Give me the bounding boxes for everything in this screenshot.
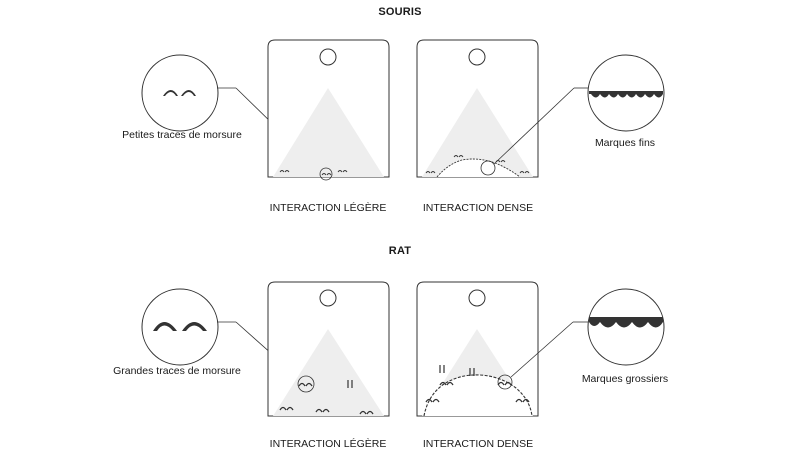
bait-panel-souris-dense (416, 39, 539, 178)
magnifier-circle-icon (587, 288, 665, 366)
section-title-rat: RAT (388, 245, 412, 257)
label-large-bite-marks: Grandes traces de morsure (113, 365, 241, 377)
magnifier-circle-icon (141, 54, 219, 132)
section-title-souris: SOURIS (378, 6, 422, 18)
magnifier-circle-icon (587, 54, 665, 132)
caption-rat-light: INTERACTION LÉGÈRE (269, 438, 387, 450)
label-fine-marks: Marques fins (594, 137, 656, 149)
bait-panel-souris-light (267, 39, 390, 181)
label-small-bite-marks: Petites traces de morsure (122, 129, 242, 141)
bait-panel-rat-light (267, 281, 390, 417)
label-coarse-marks: Marques grossiers (581, 373, 669, 385)
caption-rat-dense: INTERACTION DENSE (422, 438, 534, 450)
caption-souris-light: INTERACTION LÉGÈRE (269, 202, 387, 214)
magnifier-circle-icon (141, 288, 219, 366)
caption-souris-dense: INTERACTION DENSE (422, 202, 534, 214)
bait-panel-rat-dense (416, 281, 539, 417)
